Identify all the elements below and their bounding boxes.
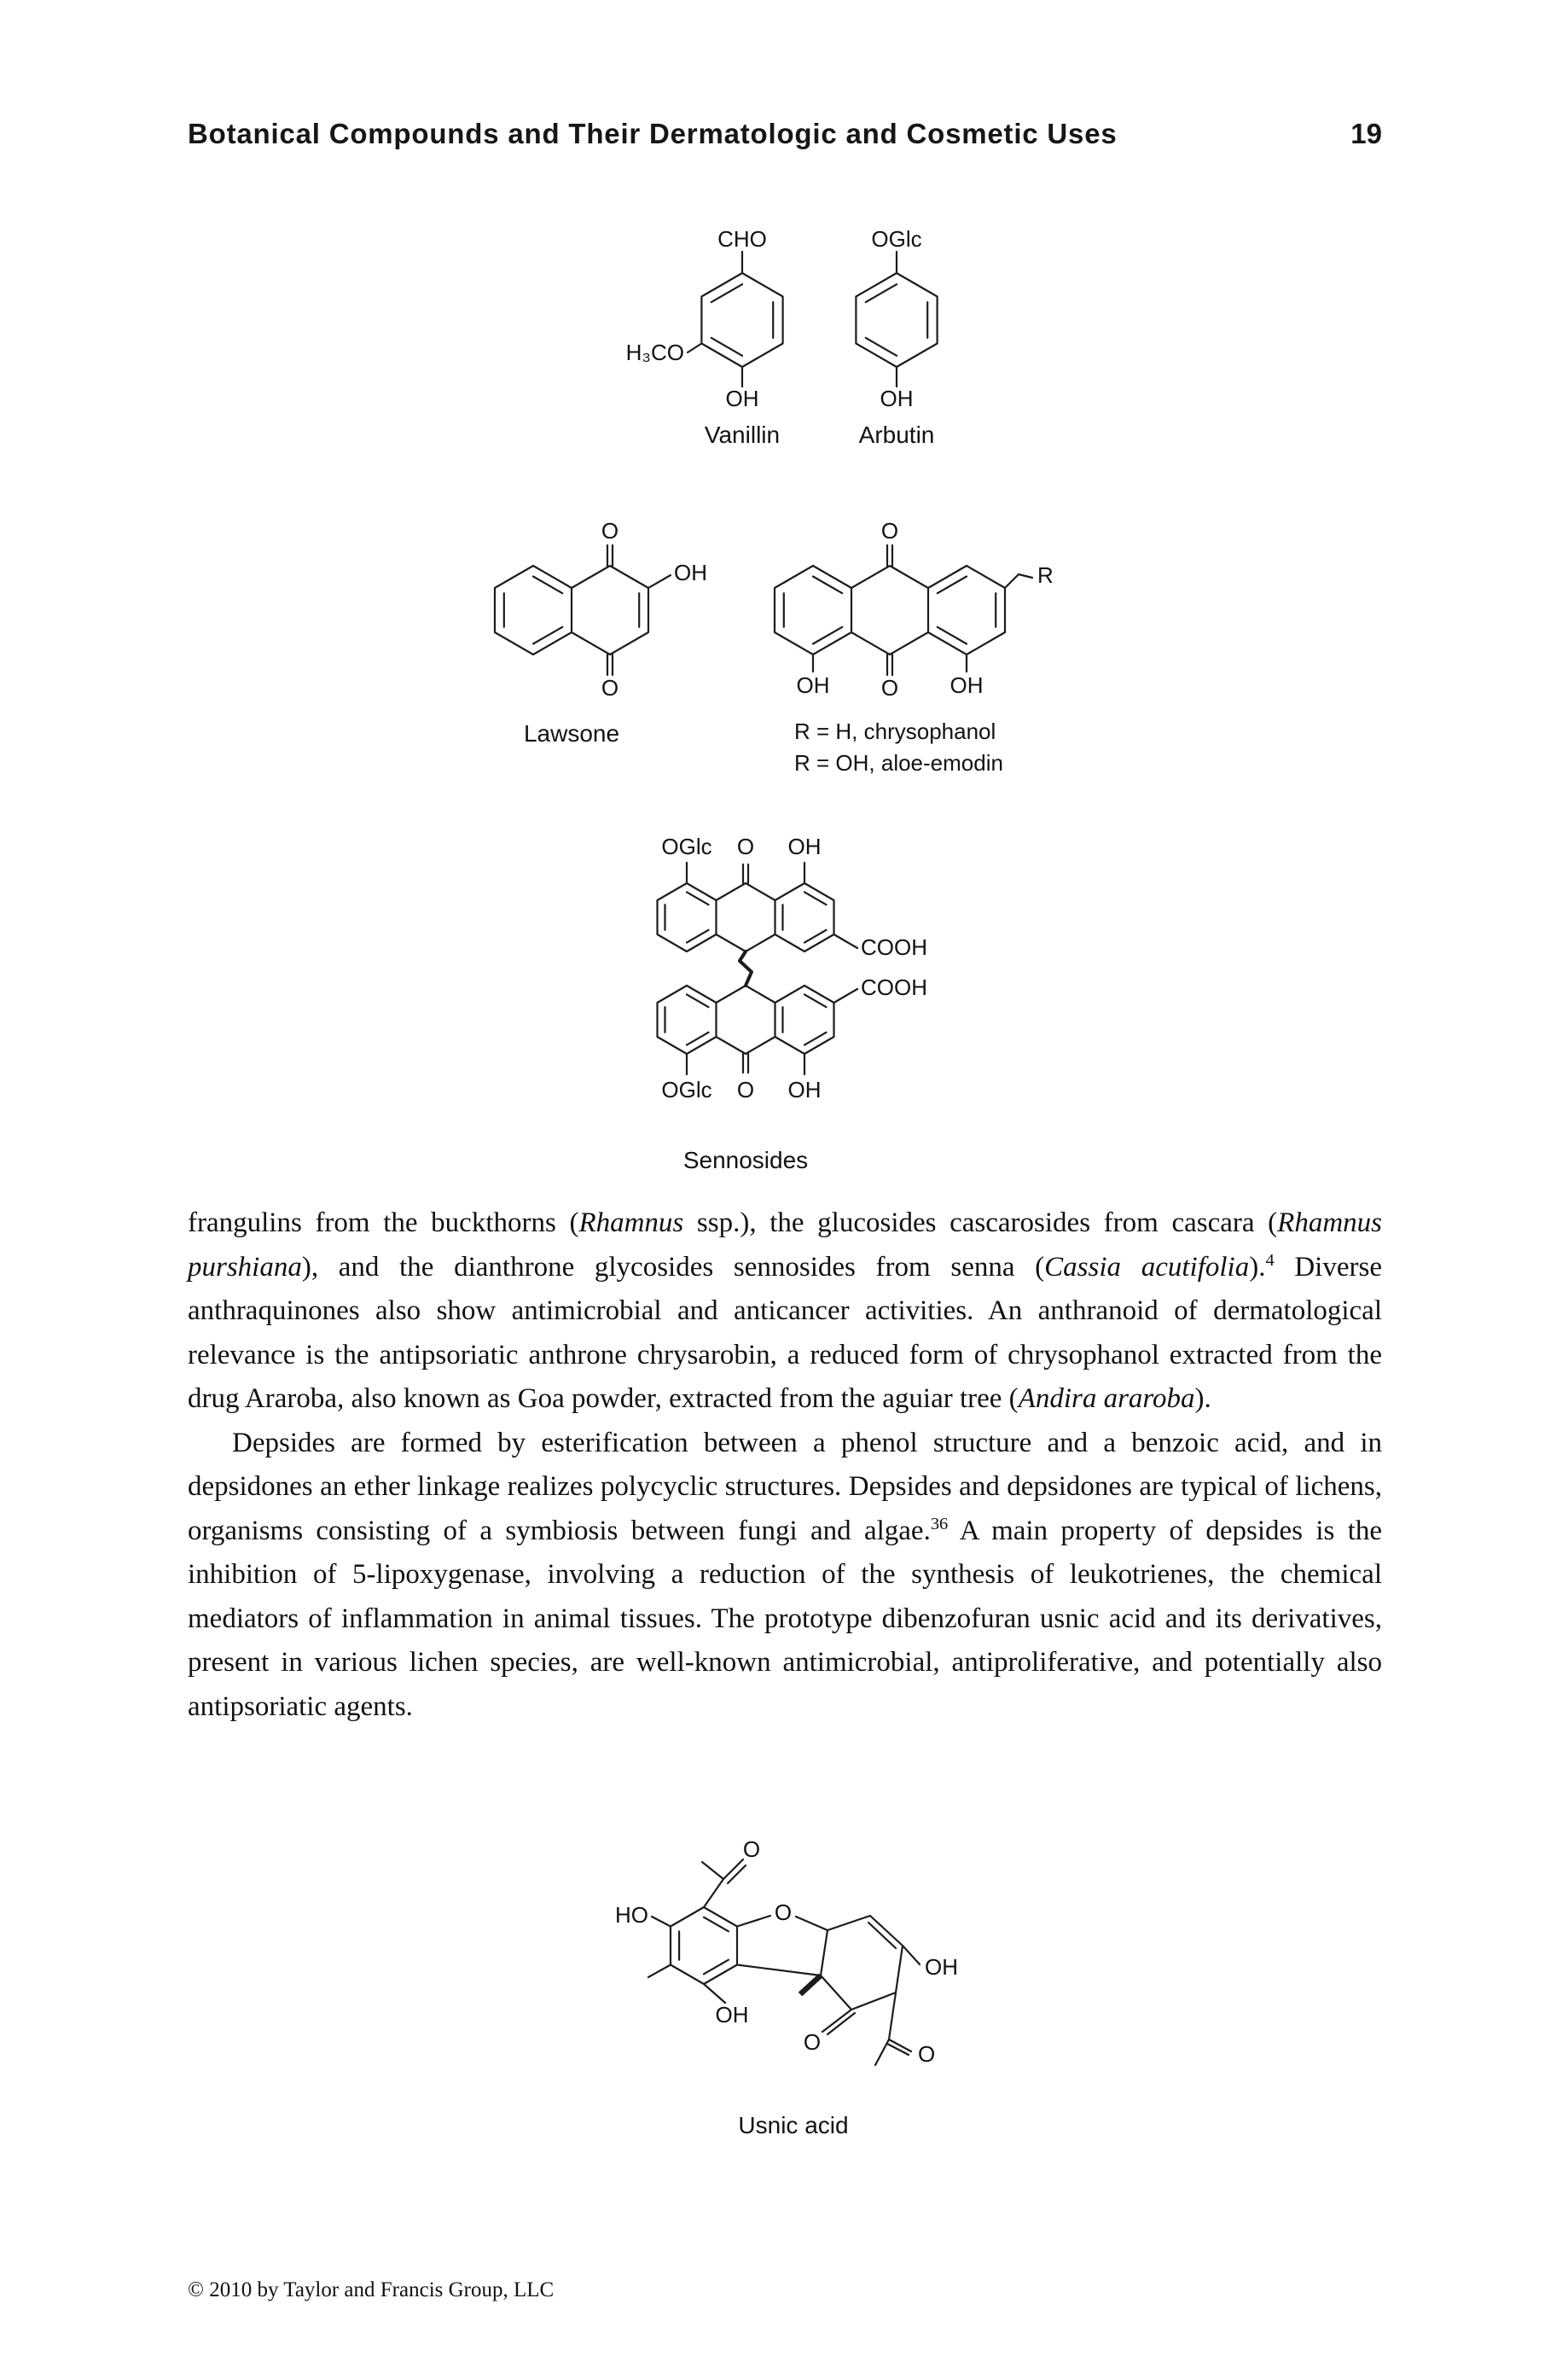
usnic-acid-structure: O HO O OH OH O O Usnic acid bbox=[615, 1836, 958, 2138]
running-head: Botanical Compounds and Their Dermatolog… bbox=[188, 118, 1382, 150]
chrysophanol-oh-right-label: OH bbox=[950, 672, 984, 698]
running-head-title: Botanical Compounds and Their Dermatolog… bbox=[188, 118, 1118, 149]
lawsone-chrysophanol-drawing: O OH O Lawsone O R OH O OH R = H, chryso… bbox=[493, 518, 1054, 776]
arbutin-structure: OGlc OH Arbutin bbox=[855, 226, 938, 448]
figure-sennosides: OGlc O OH COOH COOH OGlc O OH Sennosides bbox=[597, 815, 990, 1195]
lawsone-name: Lawsone bbox=[524, 720, 619, 747]
usnic-oh-bottom-label: OH bbox=[716, 2002, 749, 2028]
chrysophanol-caption-line2: R = OH, aloe-emodin bbox=[794, 750, 1003, 776]
arbutin-oh-label: OH bbox=[880, 386, 914, 411]
chrysophanol-double-bonds bbox=[782, 544, 997, 677]
chrysophanol-r-label: R bbox=[1037, 562, 1054, 588]
paragraph-depsides: Depsides are formed by esterification be… bbox=[188, 1427, 1383, 1722]
usnic-acetyl-top-o-label: O bbox=[743, 1836, 760, 1862]
sennosides-cooh-upper-label: COOH bbox=[861, 934, 927, 960]
vanillin-cho-label: CHO bbox=[717, 226, 767, 252]
usnic-methyl-wedge bbox=[798, 1973, 823, 1997]
chrysophanol-bonds bbox=[773, 564, 1034, 673]
usnic-acid-drawing: O HO O OH OH O O Usnic acid bbox=[615, 1836, 958, 2138]
vanillin-arbutin-drawing: CHO H₃CO OH Vanillin OGlc OH Arbutin bbox=[626, 226, 938, 448]
sennosides-oglc-bottom-label: OGlc bbox=[661, 1077, 711, 1103]
arbutin-double-bonds bbox=[864, 283, 929, 357]
lawsone-structure: O OH O Lawsone bbox=[493, 518, 707, 747]
usnic-ho-label: HO bbox=[615, 1902, 648, 1928]
sennosides-meso-bond bbox=[738, 950, 753, 987]
figure-usnic-acid: O HO O OH OH O O Usnic acid bbox=[589, 1835, 998, 2163]
sennosides-oh-bottom-label: OH bbox=[788, 1077, 822, 1103]
page-number: 19 bbox=[1350, 118, 1382, 149]
lawsone-o-bottom-label: O bbox=[601, 675, 618, 701]
figure-lawsone-chrysophanol: O OH O Lawsone O R OH O OH R = H, chryso… bbox=[444, 491, 1092, 802]
chrysophanol-caption-line1: R = H, chrysophanol bbox=[794, 719, 996, 744]
vanillin-oh-label: OH bbox=[726, 386, 759, 411]
arbutin-oglc-label: OGlc bbox=[871, 226, 921, 252]
usnic-acid-name: Usnic acid bbox=[738, 2112, 848, 2138]
chrysophanol-o-top-label: O bbox=[881, 518, 898, 544]
sennosides-drawing: OGlc O OH COOH COOH OGlc O OH Sennosides bbox=[656, 834, 927, 1173]
sennosides-o-top-label: O bbox=[737, 834, 754, 859]
arbutin-name: Arbutin bbox=[859, 422, 935, 448]
usnic-acetyl-bottom-o-label: O bbox=[918, 2041, 935, 2067]
arbutin-bonds bbox=[855, 250, 938, 388]
sennosides-structure: OGlc O OH COOH COOH OGlc O OH Sennosides bbox=[656, 834, 927, 1173]
sennosides-oh-top-label: OH bbox=[788, 834, 822, 859]
sennosides-name: Sennosides bbox=[683, 1147, 808, 1173]
usnic-ketone-o-label: O bbox=[804, 2029, 821, 2055]
sennosides-oglc-top-label: OGlc bbox=[661, 834, 711, 859]
usnic-oh-right-label: OH bbox=[925, 1954, 958, 1980]
lawsone-oh-label: OH bbox=[674, 560, 707, 585]
usnic-bonds bbox=[647, 1858, 921, 2067]
sennosides-bonds bbox=[656, 861, 859, 1076]
vanillin-name: Vanillin bbox=[705, 422, 780, 448]
paragraph-anthraquinones: frangulins from the buckthorns (Rhamnus … bbox=[188, 1207, 1382, 1414]
usnic-double-bonds bbox=[678, 1864, 910, 2057]
usnic-furan-o-label: O bbox=[775, 1900, 792, 1925]
sennosides-double-bonds bbox=[664, 863, 828, 1074]
chrysophanol-o-bottom-label: O bbox=[881, 675, 898, 701]
lawsone-double-bonds bbox=[502, 544, 641, 677]
vanillin-bonds bbox=[686, 250, 784, 388]
lawsone-bonds bbox=[493, 564, 672, 656]
sennosides-o-bottom-label: O bbox=[737, 1077, 754, 1103]
body-text: frangulins from the buckthorns (Rhamnus … bbox=[188, 1201, 1382, 1729]
sennosides-cooh-lower-label: COOH bbox=[861, 975, 927, 1000]
chrysophanol-oh-left-label: OH bbox=[797, 672, 830, 698]
vanillin-structure: CHO H₃CO OH Vanillin bbox=[626, 226, 784, 448]
copyright-notice: © 2010 by Taylor and Francis Group, LLC bbox=[188, 2278, 555, 2301]
vanillin-double-bonds bbox=[710, 283, 775, 357]
vanillin-methoxy-label: H₃CO bbox=[626, 340, 684, 365]
lawsone-o-top-label: O bbox=[601, 518, 618, 544]
chrysophanol-structure: O R OH O OH R = H, chrysophanol R = OH, … bbox=[773, 518, 1054, 776]
figure-vanillin-arbutin: CHO H₃CO OH Vanillin OGlc OH Arbutin bbox=[546, 209, 1024, 478]
